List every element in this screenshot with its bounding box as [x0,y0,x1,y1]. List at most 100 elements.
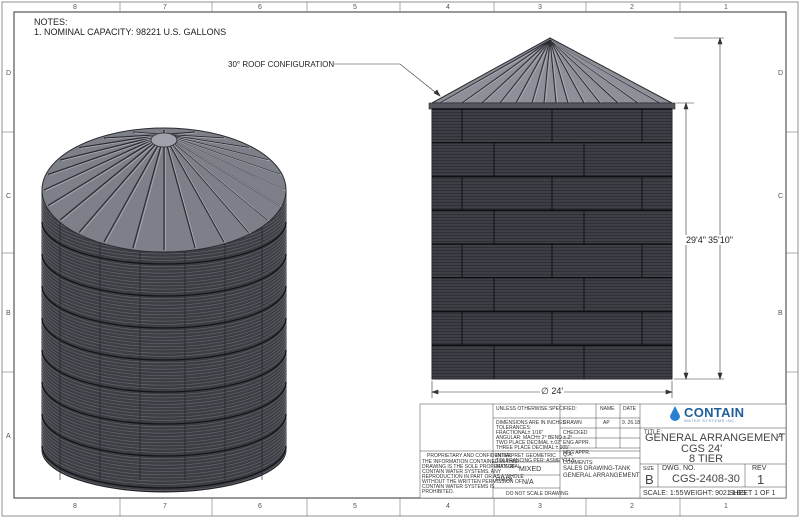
roof-rib [481,39,551,104]
corrugation-line [41,416,287,460]
roof-rib-highlight [551,40,558,104]
zone-column-label: 3 [538,503,542,510]
corrugation-line [41,410,287,453]
tier-seam [41,285,287,329]
eave-band [428,102,676,110]
zone-row-label: A [778,433,783,440]
geometric-tolerance: TOLERANCING PER: ASME Y14.5 [496,458,575,464]
corrugation-line [41,419,287,463]
roof-rib [439,39,551,104]
roof-rib-highlight [61,137,156,162]
rev-label: REV [752,465,767,472]
corrugation-line [41,423,287,466]
roof-rib-highlight [551,40,586,104]
company-name: CONTAIN [684,405,745,420]
roof-rib-highlight [175,143,270,222]
zone-column-label: 8 [73,503,77,510]
roof-rib-highlight [49,138,155,176]
zone-column-label: 2 [630,4,634,11]
tolerance-line: TWO PLACE DECIMAL ±.02" [496,440,562,446]
zone-row-label: D [778,70,784,77]
unless-specified: UNLESS OTHERWISE SPECIFIED: [496,406,577,412]
roof-rib [174,136,269,161]
corrugation-line [41,375,287,418]
corrugation-line [41,215,287,258]
corrugation-line [41,394,287,437]
tolerance-line: FRACTIONAL± 1/16" [496,430,544,436]
roof-rib [461,39,551,104]
roof-rib-highlight [551,40,640,104]
corrugation-line [41,247,287,290]
drawn-label: DRAWN [563,420,582,426]
tier-seam [41,253,287,297]
roof-rib [132,131,161,135]
corrugation-line [41,237,287,280]
corrugation-line [41,275,287,319]
roof-rib [79,135,156,149]
roof-rib-highlight [517,40,552,104]
roof-rib [169,144,225,243]
corrugation-line [41,301,287,344]
roof-rib [166,145,196,249]
corrugation-line [41,323,287,367]
zone-column-label: 7 [163,503,167,510]
finish-label: FINISH [496,477,513,483]
corrugation-line [41,250,287,293]
corrugation-line [41,307,287,351]
corrugation-line [41,295,287,338]
roof-rib-highlight [176,142,282,207]
corrugation-line [41,378,287,421]
dwg-number: CGS-2408-30 [672,473,740,485]
material-label: MATERIAL [496,464,521,470]
tier-seam [41,221,287,265]
corrugation-line [41,346,287,389]
roof-ribs [43,130,286,251]
roof-rib-highlight [175,137,270,162]
roof-rib [543,39,551,104]
roof-rib [549,39,585,104]
tier-seam [41,317,287,361]
corrugation-line [41,384,287,428]
corrugation-line [41,343,287,386]
zone-column-label: 4 [446,4,450,11]
mfg-approval-label: MFG APPR. [563,450,591,456]
drawing-tier: 8 TIER [689,453,724,465]
tier-seam [41,445,287,489]
corrugation-line [41,407,287,450]
tank-vertical-seams [59,215,263,480]
corrugation-line [41,282,287,325]
roof-rib [43,139,153,191]
elevation-roof-ribs [439,39,662,104]
roof-rib [549,39,557,104]
roof-rib [59,136,154,161]
sheet-number: SHEET 1 OF 1 [729,490,776,497]
roof-rib [549,39,601,104]
corrugation-line [41,426,287,469]
comments-line: GENERAL ARRANGEMENT [563,473,640,479]
tier-seam [41,381,287,425]
notes: NOTES: 1. NOMINAL CAPACITY: 98221 U.S. G… [34,17,226,37]
roof-rib-highlight [441,40,552,104]
roof-rib [167,131,196,135]
overall-height-dimension: 35'10" [707,235,734,245]
corrugation-line [41,311,287,354]
eng-approval-label: ENG APPR. [563,440,590,446]
proprietary-text: DRAWING IS THE SOLE PROPERTY OF [422,464,516,470]
corrugation-line [41,231,287,274]
elevation-view [428,37,676,380]
roof-rib [47,141,153,207]
corrugation-line [41,240,287,284]
roof-rib [169,134,225,139]
roof-rib-highlight [105,135,160,140]
roof-rib-highlight [171,135,226,140]
finish-value: N/A [522,479,534,486]
corrugation-line [41,365,287,408]
do-not-scale: DO NOT SCALE DRAWING [506,491,569,497]
corrugation-line [41,218,287,261]
proprietary-text: WITHOUT THE WRITTEN PERMISSION OF [422,479,522,485]
corrugation-line [41,391,287,434]
name-header: NAME [600,406,615,412]
roof-rib-highlight [551,40,570,104]
